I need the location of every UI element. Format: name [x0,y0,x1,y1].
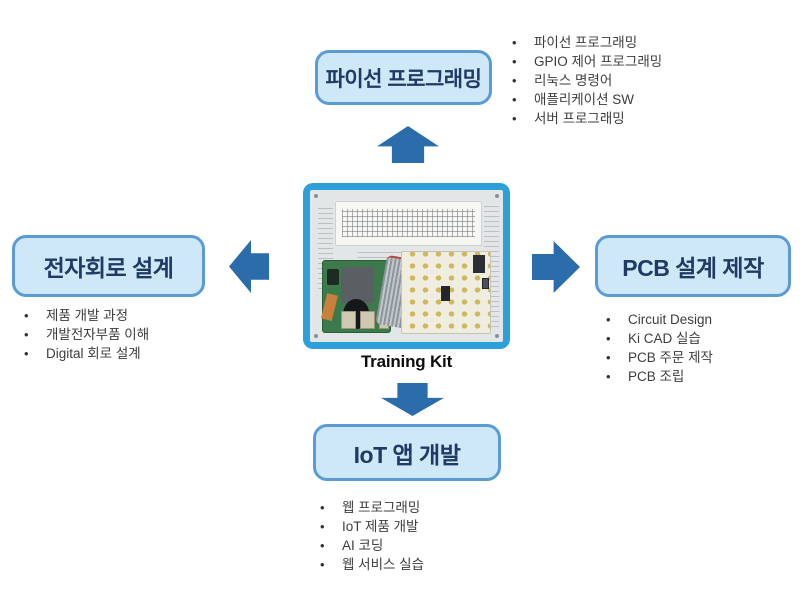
list-item: Digital 회로 설계 [20,344,149,363]
usb-port [360,310,376,330]
list-item: GPIO 제어 프로그래밍 [508,52,662,71]
training-kit-label: Training Kit [360,352,453,371]
list-item: Ki CAD 실습 [602,329,713,348]
camera-module [326,269,339,286]
pcb-bullet-list: Circuit Design Ki CAD 실습 PCB 주문 제작 PCB 조… [602,310,713,386]
node-pcb-design: PCB 설계 제작 [595,235,791,297]
list-item: AI 코딩 [316,536,424,555]
arrow-down-icon [381,383,444,416]
node-circuit-design: 전자회로 설계 [12,235,205,297]
list-item: 제품 개발 과정 [20,306,149,325]
list-item: 파이선 프로그래밍 [508,33,662,52]
switch [481,277,489,290]
usb-port [341,310,357,330]
screw-icon [314,334,318,338]
training-kit-photo [310,190,503,342]
breadboard-holes [341,209,475,238]
list-item: Circuit Design [602,310,713,329]
screw-icon [495,194,499,198]
power-module [472,255,486,273]
screw-icon [314,194,318,198]
node-title: 전자회로 설계 [43,255,174,281]
list-item: 애플리케이션 SW [508,90,662,109]
heatsink [341,266,374,304]
node-title: IoT 앱 개발 [353,441,461,468]
list-item: PCB 주문 제작 [602,348,713,367]
ic-chip [440,286,450,301]
list-item: 서버 프로그래밍 [508,109,662,128]
arrow-up-icon [377,126,439,163]
node-iot-app: IoT 앱 개발 [313,424,501,481]
iot-bullet-list: 웹 프로그래밍 IoT 제품 개발 AI 코딩 웹 서비스 실습 [316,498,424,574]
list-item: PCB 조립 [602,367,713,386]
screw-icon [495,334,499,338]
list-item: 개발전자부품 이해 [20,325,149,344]
list-item: IoT 제품 개발 [316,517,424,536]
node-title: PCB 설계 제작 [622,255,764,281]
list-item: 웹 서비스 실습 [316,555,424,574]
circuit-bullet-list: 제품 개발 과정 개발전자부품 이해 Digital 회로 설계 [20,306,149,363]
list-item: 웹 프로그래밍 [316,498,424,517]
led-component-board [400,250,492,335]
arrow-right-icon [532,241,580,293]
raspberry-pi-board [320,259,392,333]
training-kit-frame [303,183,510,349]
breadboard [335,200,482,247]
node-python-programming: 파이선 프로그래밍 [315,50,492,105]
list-item: 리눅스 명령어 [508,71,662,90]
node-title: 파이선 프로그래밍 [325,67,482,91]
arrow-left-icon [229,240,269,293]
flex-cable [320,292,338,320]
python-bullet-list: 파이선 프로그래밍 GPIO 제어 프로그래밍 리눅스 명령어 애플리케이션 S… [508,33,662,128]
